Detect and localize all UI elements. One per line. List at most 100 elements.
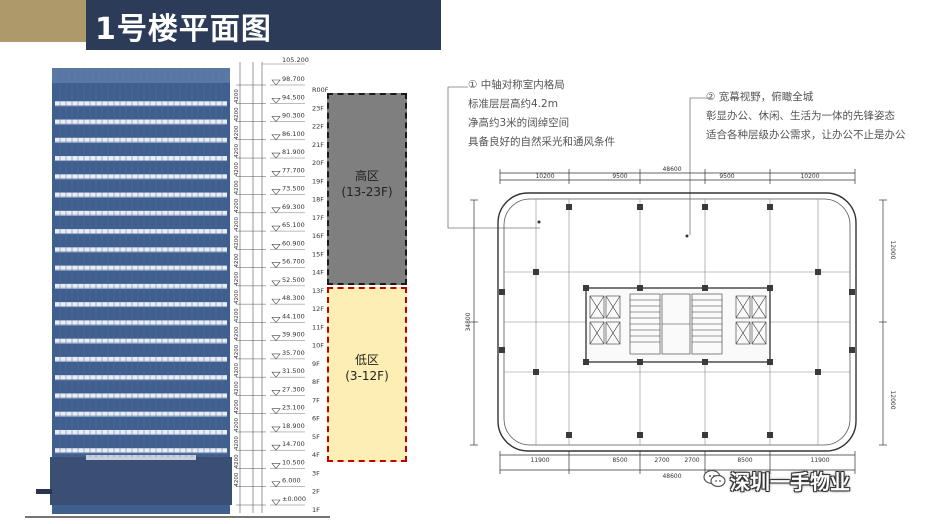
floor-label: 22F [312,123,324,131]
high-zone-label: 高区 (13-23F) [327,168,407,200]
elevation-value: 39.900 [282,331,305,339]
room-marker [685,234,689,238]
level-marker [271,79,281,86]
elevation-value: 18.900 [282,422,305,430]
floor-band-shadow [55,324,227,326]
floor-band [55,101,227,106]
elevator-shaft [751,295,767,319]
floor-band [55,411,227,416]
elevation-value: ±0.000 [282,495,306,503]
level-marker [271,171,281,177]
floor-band-shadow [55,269,227,271]
elevator-cross [605,321,621,345]
bottom-dim: 11900 [530,457,549,464]
floor-band [55,448,227,453]
column [637,204,643,210]
page-title: 1号楼平面图 [95,12,272,47]
entrance-canopy [36,489,52,494]
floor-label: 3F [312,469,320,477]
floor-band-shadow [55,214,227,216]
elevation-value: 77.700 [282,166,305,174]
note-line: ② 宽幕视野，俯瞰全城 [706,91,814,103]
level-marker [271,225,281,232]
room-marker [537,220,541,224]
floor-label: 7F [312,396,320,404]
floor-label: 21F [312,141,324,149]
elevator-cross [589,321,605,345]
floor-label: 14F [312,269,324,277]
floor-label: 4F [312,451,320,459]
level-marker [271,280,281,287]
low-zone-range: (3-12F) [345,369,389,383]
floor-band-shadow [55,287,227,289]
floor-label: 15F [312,250,324,258]
elevator-cross [751,321,767,345]
floor-label: 11F [312,323,324,331]
podium [50,457,232,505]
elevation-value: 73.500 [282,185,305,193]
note-line: 净高约3米的阔绰空间 [468,117,570,129]
level-marker [271,481,281,488]
core-column [702,359,708,365]
roof-parapet [52,68,230,83]
floor-label: 20F [312,159,324,167]
elevation-value: 94.500 [282,93,305,101]
elevation-value: 81.900 [282,148,305,156]
level-marker [271,116,281,123]
floor-height-dim: 4200 [234,363,240,377]
column [533,369,539,375]
leader-line [689,97,710,235]
elevation-value: 52.500 [282,276,305,284]
top-dim: 9500 [612,173,627,180]
floor-band [55,429,227,434]
floor-band [55,119,227,124]
top-dim: 10200 [535,173,554,180]
level-marker [271,152,281,159]
top-dim: 9500 [719,173,734,180]
facade-glass [52,68,230,514]
note-line: 适合各种层级办公需求，让办公不止是办公 [706,129,906,141]
floor-height-dim: 4200 [234,399,240,413]
core-column [767,359,773,365]
elevation-value: 48.300 [282,294,305,302]
floor-band-shadow [55,123,227,125]
title-bar: 1号楼平面图 [0,0,930,50]
elevation-value: 90.300 [282,112,305,120]
floor-band [55,265,227,270]
elevation-value: 69.300 [282,203,305,211]
floor-height-dim: 4200 [234,290,240,304]
level-marker [271,499,281,506]
level-marker [271,408,281,415]
level-marker [271,444,281,451]
core-column [637,285,643,291]
core-column [702,285,708,291]
floor-band-shadow [55,178,227,180]
wechat-icon [703,469,726,488]
column [566,204,572,210]
bottom-total-dim: 48600 [662,473,681,480]
floor-height-dim: 4200 [234,417,240,431]
elevation-value: 35.700 [282,349,305,357]
core-column [637,359,643,365]
column [702,204,708,210]
elevation-dimensions: 4200420042004200420042004200420042004200… [234,62,266,513]
floor-label: 23F [312,104,324,112]
floor-label: 18F [312,196,324,204]
bottom-dim: 2700 [684,457,699,464]
floor-band [55,137,227,142]
building-core [585,287,771,363]
elevation-value: 44.100 [282,312,305,320]
floor-height-dim: 4200 [234,125,240,139]
level-marker [271,426,281,433]
floor-height-dim: 4200 [234,271,240,285]
floor-height-dim: 4200 [234,381,240,395]
elevator-cross [751,295,767,319]
elevator-cross [735,321,751,345]
podium-canopy [86,455,196,460]
floor-height-dim: 4200 [234,472,240,486]
building-facade [25,68,330,518]
floor-band-shadow [55,251,227,253]
elevation-value: 6.000 [282,477,301,485]
floor-band-shadow [55,379,227,381]
level-marker [271,371,281,378]
